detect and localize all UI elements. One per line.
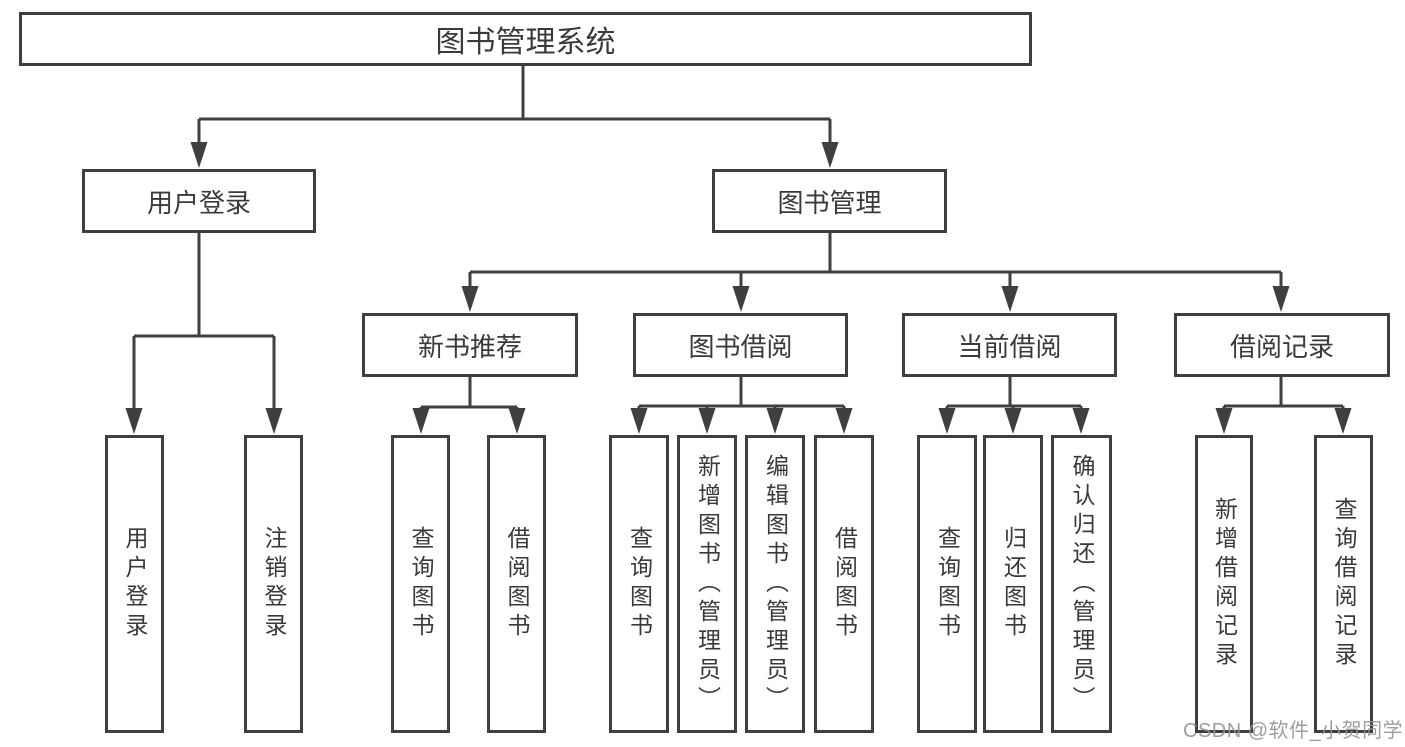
leaf-user-login: 用户登录: [105, 435, 164, 733]
connector-book-mgmt-children: [461, 232, 1290, 312]
leaf-edit-book-admin-label: 编辑图书（管理员）: [762, 453, 789, 715]
connector-borrow-records-children: [1215, 376, 1352, 434]
connector-current-borrow-children: [938, 376, 1090, 434]
leaf-edit-book-admin: 编辑图书（管理员）: [745, 435, 805, 733]
arrowhead: [1272, 286, 1290, 312]
node-user-login-label: 用户登录: [146, 187, 251, 218]
arrowhead: [1072, 408, 1090, 434]
leaf-borrow-books-recommend-label: 借阅图书: [504, 526, 530, 642]
arrowhead: [1004, 408, 1022, 434]
node-library-system: 图书管理系统: [19, 12, 1032, 66]
leaf-query-books-current: 查询图书: [917, 435, 977, 733]
node-book-management: 图书管理: [712, 169, 947, 233]
node-new-book-recommend-label: 新书推荐: [417, 331, 522, 362]
node-borrowing-records: 借阅记录: [1174, 313, 1390, 377]
node-current-borrowing-label: 当前借阅: [957, 331, 1062, 362]
arrowhead: [821, 142, 839, 168]
arrowhead: [698, 408, 716, 434]
connector-root-to-level2: [190, 65, 839, 168]
arrowhead: [766, 408, 784, 434]
arrowhead: [732, 286, 750, 312]
leaf-borrow-books-label: 借阅图书: [831, 526, 858, 642]
leaf-return-book: 归还图书: [983, 435, 1043, 733]
leaf-query-books-borrow: 查询图书: [609, 435, 669, 733]
node-book-borrowing-label: 图书借阅: [688, 331, 793, 362]
arrowhead: [1215, 408, 1233, 434]
leaf-return-book-label: 归还图书: [1000, 526, 1027, 642]
arrowhead: [461, 286, 479, 312]
leaf-add-book-admin-label: 新增图书（管理员）: [694, 453, 721, 715]
arrowhead: [835, 408, 853, 434]
node-library-system-label: 图书管理系统: [435, 26, 616, 59]
leaf-query-books-current-label: 查询图书: [934, 526, 961, 642]
node-current-borrowing: 当前借阅: [902, 313, 1117, 377]
leaf-add-borrow-record-label: 新增借阅记录: [1211, 497, 1238, 671]
leaf-logout: 注销登录: [244, 435, 303, 733]
arrowhead: [938, 408, 956, 434]
arrowhead: [508, 408, 526, 434]
arrowhead: [265, 408, 283, 434]
leaf-borrow-books-recommend: 借阅图书: [487, 435, 546, 733]
leaf-query-books-recommend-label: 查询图书: [408, 526, 434, 642]
leaf-query-books-recommend: 查询图书: [391, 435, 450, 733]
connector-user-login-children: [125, 232, 283, 434]
leaf-confirm-return-admin-label: 确认归还（管理员）: [1069, 453, 1095, 715]
csdn-watermark: CSDN @软件_小贺同学: [1183, 720, 1404, 742]
leaf-query-borrow-record-label: 查询借阅记录: [1331, 497, 1357, 671]
leaf-borrow-books: 借阅图书: [814, 435, 874, 733]
node-borrowing-records-label: 借阅记录: [1229, 331, 1334, 362]
leaf-add-book-admin: 新增图书（管理员）: [677, 435, 737, 733]
arrowhead: [190, 142, 208, 168]
arrowhead: [1334, 408, 1352, 434]
arrowhead: [125, 408, 143, 434]
connector-book-borrow-children: [630, 376, 853, 434]
leaf-logout-label: 注销登录: [261, 526, 287, 642]
leaf-confirm-return-admin: 确认归还（管理员）: [1051, 435, 1112, 733]
node-book-management-label: 图书管理: [777, 187, 882, 218]
arrowhead: [1001, 286, 1019, 312]
node-user-login: 用户登录: [82, 169, 316, 233]
connector-new-books-children: [412, 376, 526, 434]
node-new-book-recommend: 新书推荐: [362, 313, 578, 377]
arrowhead: [412, 408, 430, 434]
arrowhead: [630, 408, 648, 434]
leaf-user-login-label: 用户登录: [122, 526, 148, 642]
leaf-query-borrow-record: 查询借阅记录: [1314, 435, 1373, 733]
node-book-borrowing: 图书借阅: [633, 313, 848, 377]
leaf-query-books-borrow-label: 查询图书: [626, 526, 653, 642]
leaf-add-borrow-record: 新增借阅记录: [1195, 435, 1253, 733]
